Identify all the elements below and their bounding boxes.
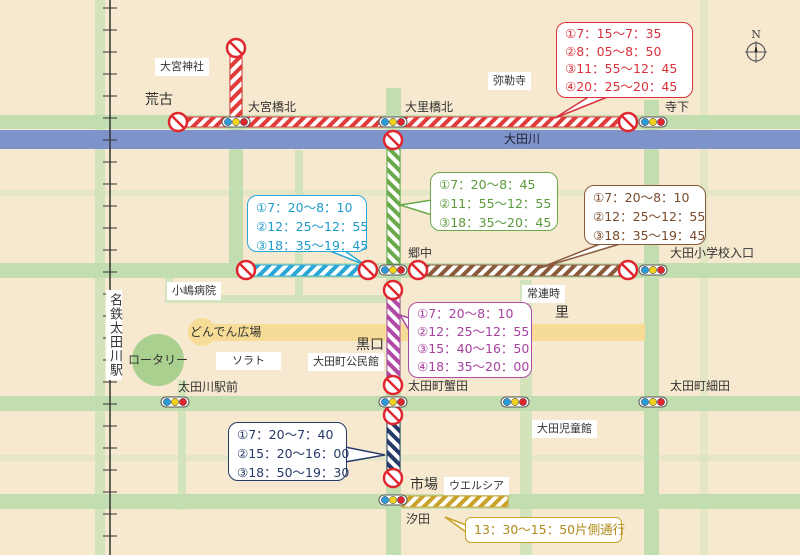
callout-cyan-line-2: ②12：25〜12：55	[256, 219, 369, 234]
callout-red-line-1: ①7：15〜7：35	[565, 26, 662, 41]
label-shioda: 汐田	[406, 512, 431, 526]
rotary-circle	[132, 334, 184, 386]
callout-cyan-line-3: ③18：35〜19：45	[256, 238, 369, 253]
traffic-light-icon	[500, 396, 530, 408]
label-joren-ji: 常連時	[522, 285, 565, 303]
callout-cyan-line-1: ①7：20〜8：10	[256, 200, 353, 215]
label-ichiba: 市場	[410, 477, 438, 493]
closure-cyan	[247, 264, 369, 277]
callout-navy-line-3: ③18：50〜19：30	[237, 465, 350, 480]
label-river: 大田川	[504, 132, 541, 146]
traffic-light-icon	[378, 264, 408, 276]
callout-red-line-4: ④20：25〜20：45	[565, 78, 678, 94]
callout-navy: ①7：20〜7：40 ②15：20〜16：00 ③18：50〜19：30	[228, 422, 350, 481]
label-sato: 里	[555, 305, 569, 321]
closure-magenta	[386, 289, 401, 386]
label-donden-plaza: どんでん広場	[190, 325, 262, 339]
traffic-light-icon	[638, 396, 668, 408]
plaza-circle	[188, 318, 216, 346]
callout-green-line-1: ①7：20〜8：45	[439, 177, 536, 192]
callout-green: ①7：20〜8：45 ②11：55〜12：55 ③18：35〜20：45	[430, 172, 558, 231]
label-rotary: ロータリー	[128, 353, 189, 367]
label-tera-shita: 寺下	[665, 100, 690, 114]
callout-brown-line-2: ②12：25〜12：55	[593, 209, 706, 224]
closure-green	[386, 141, 401, 265]
callout-gold-line-1: 13：30〜15：50片側通行	[474, 522, 626, 537]
no-entry-icon	[617, 259, 639, 281]
callout-navy-line-2: ②15：20〜16：00	[237, 446, 350, 461]
label-kuroguchi: 黒口	[356, 337, 384, 353]
traffic-light-icon	[221, 116, 251, 128]
callout-gold: 13：30〜15：50片側通行	[465, 517, 626, 543]
no-entry-icon	[382, 467, 404, 489]
label-kojima-hospital: 小嶋病院	[167, 282, 221, 300]
no-entry-icon	[167, 111, 189, 133]
callout-magenta-line-2: ②12：25〜12：55	[417, 323, 530, 339]
no-entry-icon	[357, 259, 379, 281]
label-community-hall: 大田町公民館	[308, 353, 384, 371]
callout-brown: ①7：20〜8：10 ②12：25〜12：55 ③18：35〜19：45	[584, 185, 706, 245]
callout-brown-line-1: ①7：20〜8：10	[593, 190, 690, 205]
callout-green-line-2: ②11：55〜12：55	[439, 196, 552, 211]
traffic-light-icon	[638, 264, 668, 276]
closure-red-vertical	[229, 51, 243, 121]
traffic-light-icon	[638, 116, 668, 128]
label-miroku-ji: 弥勒寺	[488, 72, 531, 90]
north-compass: N	[745, 28, 767, 66]
callout-magenta-line-1: ①7：20〜8：10	[417, 306, 514, 321]
label-kanida: 太田町蟹田	[408, 379, 469, 393]
closure-brown	[417, 264, 629, 277]
traffic-light-icon	[160, 396, 190, 408]
label-osato-bashi-kita: 大里橋北	[405, 100, 454, 114]
label-children-hall: 大田児童館	[532, 420, 597, 438]
label-sorato: ソラト	[216, 352, 281, 370]
label-ota-elementary: 大田小学校入口	[670, 246, 755, 260]
label-araco: 荒古	[145, 92, 173, 108]
callout-cyan: ①7：20〜8：10 ②12：25〜12：55 ③18：35〜19：45	[247, 195, 369, 253]
label-station: 名鉄太田川駅	[106, 290, 122, 380]
no-entry-icon	[382, 129, 404, 151]
traffic-light-icon	[378, 396, 408, 408]
callout-navy-line-1: ①7：20〜7：40	[237, 427, 334, 442]
callout-magenta-line-3: ③15：40〜16：50	[417, 341, 530, 356]
no-entry-icon	[382, 404, 404, 426]
no-entry-signs	[167, 37, 639, 489]
no-entry-icon	[225, 37, 247, 59]
no-entry-icon	[382, 374, 404, 396]
label-welcia: ウエルシア	[444, 477, 509, 495]
no-entry-icon	[407, 259, 429, 281]
callout-red-line-2: ②8：05〜8：50	[565, 43, 662, 59]
callout-green-line-3: ③18：35〜20：45	[439, 215, 552, 230]
no-entry-icon	[617, 111, 639, 133]
label-go-naka: 郷中	[408, 246, 433, 260]
closure-gold	[401, 495, 509, 508]
callout-red: ①7：15〜7：35 ②8：05〜8：50 ③11：55〜12：45 ④20：2…	[556, 22, 693, 98]
label-hosoda: 太田町細田	[670, 379, 731, 393]
north-label: N	[751, 28, 761, 41]
callout-magenta-line-4: ④18：35〜20：00	[417, 358, 530, 374]
callout-red-line-3: ③11：55〜12：45	[565, 61, 678, 76]
no-entry-icon	[235, 259, 257, 281]
label-omiya-shrine: 大宮神社	[155, 58, 209, 76]
callout-magenta: ①7：20〜8：10 ②12：25〜12：55 ③15：40〜16：50 ④18…	[408, 302, 532, 378]
traffic-light-icon	[378, 494, 408, 506]
traffic-light-icon	[378, 116, 408, 128]
no-entry-icon	[382, 279, 404, 301]
label-station-front: 太田川駅前	[178, 380, 239, 394]
callout-brown-line-3: ③18：35〜19：45	[593, 228, 706, 243]
compass-icon	[745, 41, 767, 63]
traffic-lights	[160, 116, 668, 506]
railway-ties	[103, 7, 117, 537]
callout-pointers	[329, 95, 621, 533]
label-omiya-bashi-kita: 大宮橋北	[248, 100, 297, 114]
